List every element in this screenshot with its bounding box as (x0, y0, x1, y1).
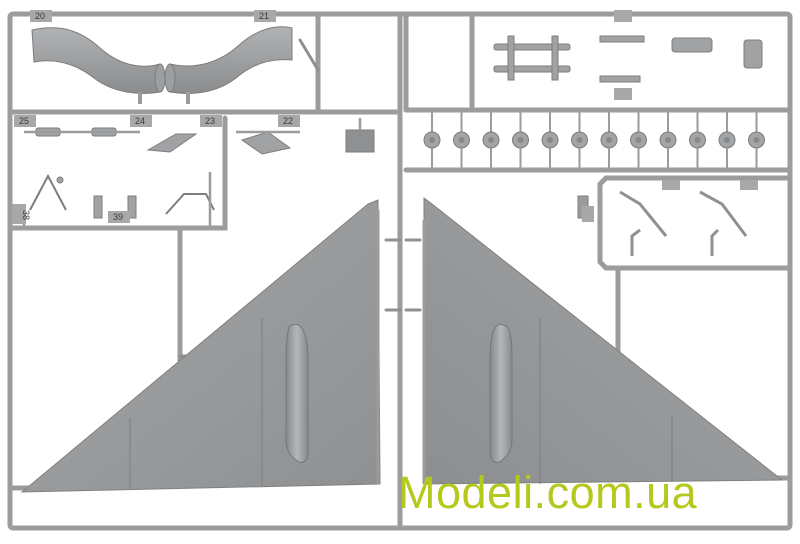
wheel-hub (576, 137, 583, 143)
part-tag-21: 21 (254, 10, 276, 22)
svg-text:24: 24 (135, 116, 145, 126)
small-parts-left (29, 127, 375, 219)
part-number-tags: 20 21 25 24 23 22 39 38 (12, 10, 300, 224)
svg-text:25: 25 (19, 116, 29, 126)
wheel-hub (517, 137, 524, 143)
wheel-hub (694, 137, 701, 143)
landing-wheels (423, 112, 765, 170)
svg-text:39: 39 (113, 212, 123, 222)
small-parts-right (493, 35, 763, 83)
wheel-hub (606, 137, 612, 143)
wheel-hub (665, 137, 671, 143)
wheel-hub (429, 137, 435, 143)
wheel-hub (753, 137, 760, 143)
part-tag-39: 39 (108, 211, 130, 223)
part-tag-38: 38 (12, 204, 31, 224)
left-wing (20, 199, 381, 493)
svg-text:20: 20 (35, 11, 45, 21)
watermark-text: Modeli.com.ua (398, 467, 698, 518)
part-tag-23: 23 (200, 115, 222, 127)
svg-text:21: 21 (259, 11, 269, 21)
part-tag-22: 22 (278, 115, 300, 127)
wheel-hub (547, 137, 553, 143)
wheel-hub (488, 137, 494, 143)
right-wing (422, 197, 784, 485)
svg-text:22: 22 (283, 116, 293, 126)
wheel-hub (458, 137, 465, 143)
svg-text:38: 38 (21, 210, 31, 220)
intake-duct-part-20 (31, 27, 166, 104)
part-tag-25: 25 (14, 115, 36, 127)
wheel-hub (635, 137, 642, 143)
part-tag-24: 24 (130, 115, 152, 127)
part-tag-20: 20 (30, 10, 52, 22)
intake-duct-part-21 (164, 26, 293, 104)
landing-gear-struts (577, 190, 748, 256)
svg-text:23: 23 (205, 116, 215, 126)
wheel-hub (724, 137, 730, 143)
unlabeled-part-tags (582, 10, 758, 222)
